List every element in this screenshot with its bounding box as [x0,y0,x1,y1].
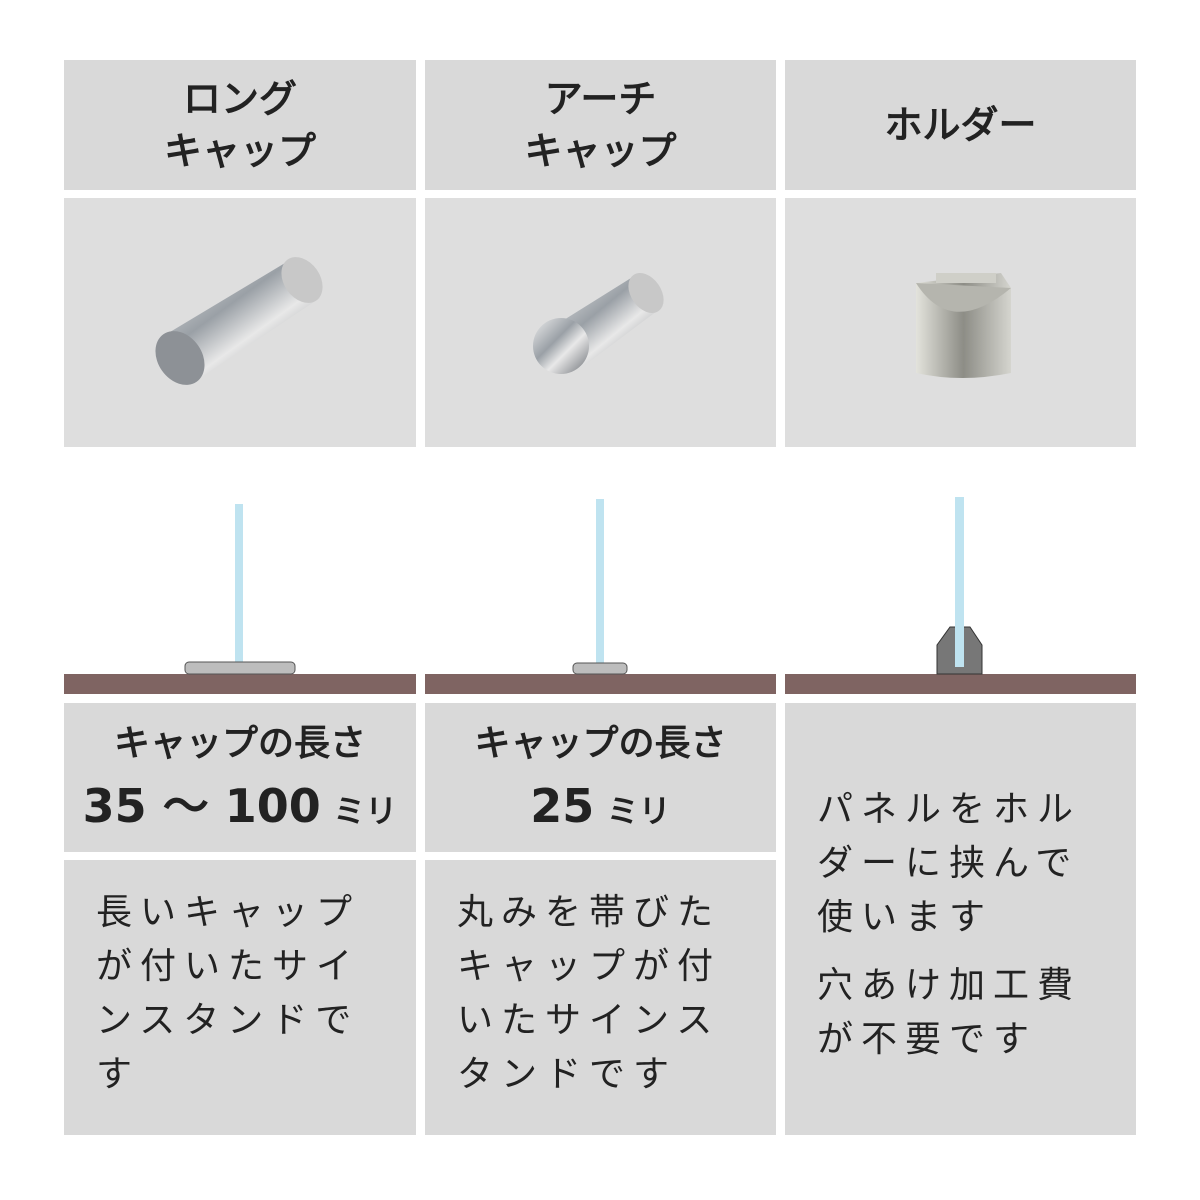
glass-panel [596,499,604,674]
spec-unit: ミリ [333,792,398,830]
arch-cap-icon [532,272,664,374]
title-line: アーチ [544,77,657,121]
floor [64,674,416,694]
desc-line: ンスタンドで [96,1000,360,1041]
desc-line: パネルをホル [817,789,1082,830]
installation-diagrams [64,497,1136,694]
desc-line: 使います [817,897,994,938]
spec-long-cap: キャップの長さ 35 ～ 100 ミリ [64,703,416,852]
long-cap-image [64,198,416,447]
desc-line: す [96,1054,141,1095]
spec-label: キャップの長さ [474,723,727,764]
note-line: 穴あけ加工費 [817,965,1082,1006]
title-line: ホルダー [884,103,1037,147]
title-line: キャップ [163,129,316,173]
floor [425,674,776,694]
holder-icon [915,272,1011,378]
glass-panel [955,497,964,667]
desc-line: が付いたサイ [96,946,361,987]
desc-line: 長いキャップ [96,892,361,933]
long-cap-icon [155,256,323,385]
description-arch-cap: 丸みを帯びた キャップが付 いたサインス タンドです [425,860,776,1135]
desc-line: 丸みを帯びた [457,892,722,933]
spec-value: 25 [530,779,595,833]
floor [785,674,1136,694]
desc-line: いたサインス [457,1000,721,1041]
header-holder: ホルダー [785,60,1136,190]
spec-arch-cap: キャップの長さ 25 ミリ [425,703,776,852]
description-long-cap: 長いキャップ が付いたサイ ンスタンドで す [64,860,416,1135]
arch-cap-side [572,662,628,675]
glass-panel [235,504,243,674]
desc-line: ダーに挟んで [817,843,1080,884]
header-arch-cap: アーチキャップ [425,60,776,190]
header-long-cap: ロングキャップ [64,60,416,190]
note-line: が不要です [817,1019,1038,1060]
arch-cap-image [425,198,776,447]
long-cap-side [184,661,296,675]
spec-value: 35 ～ 100 [82,779,321,833]
title-line: キャップ [524,129,677,173]
title-line: ロング [182,77,297,121]
spec-unit: ミリ [606,792,671,830]
holder-image [785,198,1136,447]
desc-line: キャップが付 [457,946,722,987]
desc-line: タンドです [457,1054,678,1095]
spec-label: キャップの長さ [113,723,366,764]
description-holder: パネルをホル ダーに挟んで 使います 穴あけ加工費 が不要です [785,703,1136,1135]
